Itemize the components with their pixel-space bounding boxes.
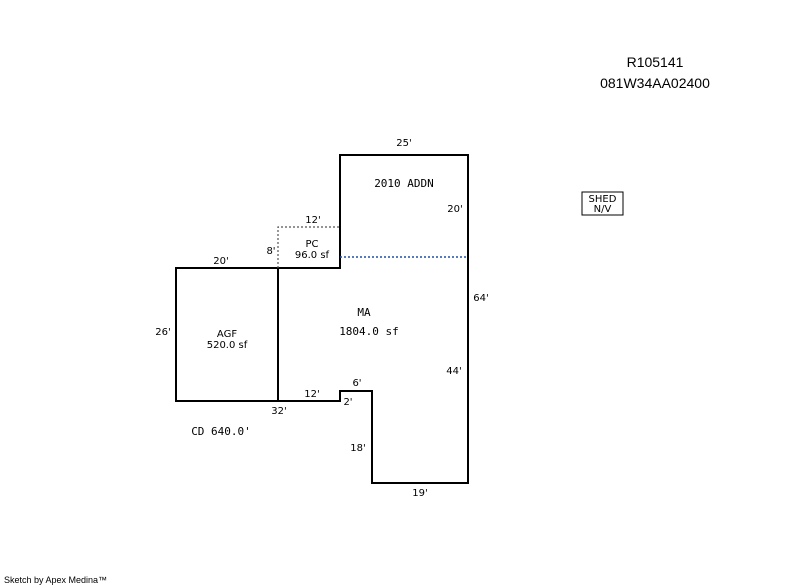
dim-notch-bottom: 12' — [304, 389, 319, 400]
dim-notch-side: 2' — [343, 397, 352, 408]
main-outline — [277, 154, 469, 484]
porch-code: PC — [305, 239, 318, 250]
shed-box — [581, 191, 624, 216]
dim-lower-bottom: 19' — [412, 488, 427, 499]
addition-code: 2010 ADDN — [374, 177, 434, 190]
shed-label: SHED — [589, 194, 617, 205]
dim-bottom-left: 32' — [271, 406, 286, 417]
map-tax-lot: 081W34AA02400 — [600, 75, 710, 91]
account-id: R105141 — [627, 54, 684, 70]
porch-area: 96.0 sf — [295, 250, 330, 261]
main-area-code: MA — [357, 306, 371, 319]
garage-outline — [175, 267, 278, 402]
dim-garage-side: 26' — [155, 327, 170, 338]
dim-porch-side: 8' — [266, 246, 275, 257]
garage-area: 520.0 sf — [207, 340, 248, 351]
dim-addn-side: 20' — [447, 204, 462, 215]
dim-right-inner: 44' — [446, 366, 461, 377]
dim-garage-top: 20' — [213, 256, 228, 267]
garage-code: AGF — [217, 329, 237, 340]
sketch-credit: Sketch by Apex Medina™ — [4, 575, 107, 585]
deck-label: CD 640.0' — [191, 425, 251, 438]
porch-outline — [277, 226, 340, 268]
shed-value-note: N/V — [594, 204, 612, 215]
dim-porch-top: 12' — [305, 215, 320, 226]
dim-addn-top: 25' — [396, 138, 411, 149]
dim-notch-top: 6' — [352, 378, 361, 389]
main-area-size: 1804.0 sf — [339, 325, 399, 338]
dim-right-total: 64' — [473, 293, 488, 304]
dim-lower-side: 18' — [350, 443, 365, 454]
